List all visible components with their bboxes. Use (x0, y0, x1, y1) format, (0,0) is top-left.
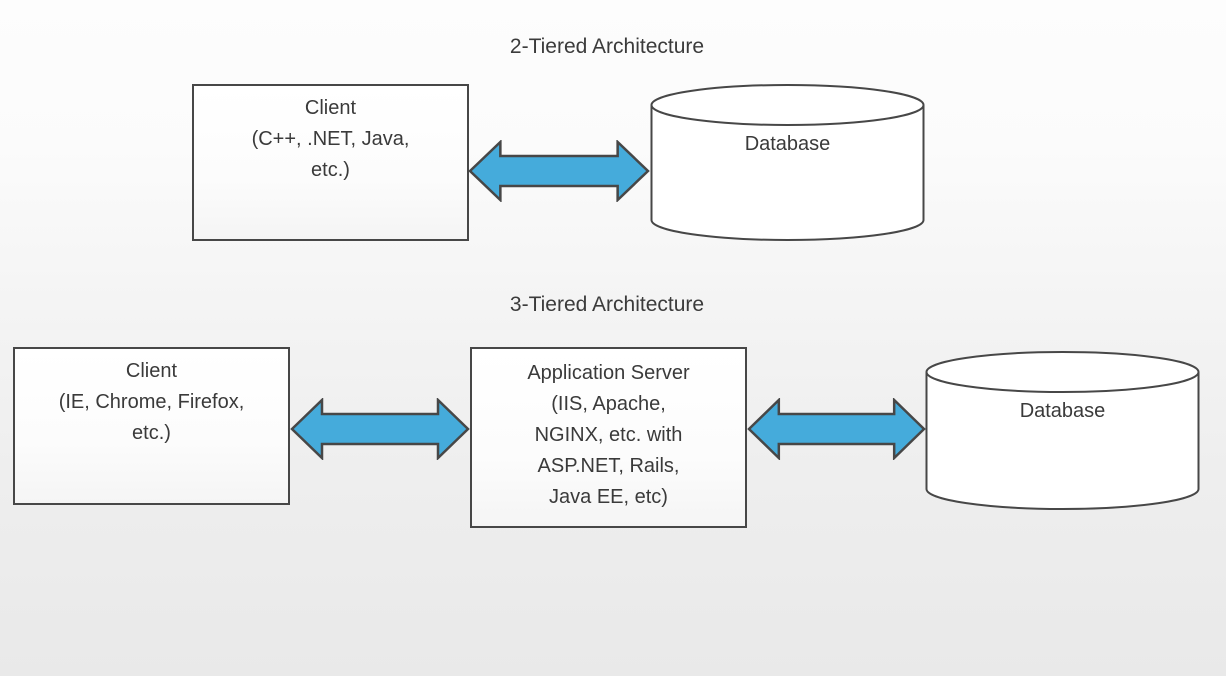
three-tier-right-arrow-shape (747, 398, 926, 460)
three-tier-right-double-arrow-icon (747, 398, 926, 460)
three-tier-client-label-line2: (IE, Chrome, Firefox, (58, 391, 245, 413)
three-tier-client-label-line1: Client (125, 360, 178, 382)
three-tier-database-label: Database (1019, 400, 1106, 422)
three-tier-database-body (925, 351, 1200, 510)
three-tier-client-box: Client (IE, Chrome, Firefox, etc.) (13, 347, 290, 505)
two-tier-database-label: Database (744, 133, 831, 155)
two-tier-client-label-line1: Client (304, 97, 357, 119)
three-tier-database-cylinder: Database (924, 350, 1201, 510)
two-tier-double-arrow-icon (468, 140, 650, 202)
two-tier-database-rim (650, 104, 925, 126)
two-tier-title: 2-Tiered Architecture (509, 35, 705, 58)
two-tier-client-label-line3: etc.) (311, 159, 350, 181)
app-server-label-line3: NGINX, etc. with (534, 424, 683, 446)
two-tier-database-cylinder: Database (649, 83, 926, 241)
three-tier-title: 3-Tiered Architecture (509, 293, 705, 316)
three-tier-app-server-box: Application Server (IIS, Apache, NGINX, … (470, 347, 747, 528)
two-tier-client-label-line2: (C++, .NET, Java, (251, 128, 410, 150)
three-tier-client-label-line3: etc.) (132, 422, 171, 444)
app-server-label-line1: Application Server (527, 362, 690, 384)
app-server-label-line4: ASP.NET, Rails, (537, 455, 680, 477)
three-tier-left-arrow-shape (290, 398, 470, 460)
three-tier-database-rim (925, 371, 1200, 393)
two-tier-client-box: Client (C++, .NET, Java, etc.) (192, 84, 469, 241)
two-tier-database-body (650, 84, 925, 241)
three-tier-left-double-arrow-icon (290, 398, 470, 460)
app-server-label-line5: Java EE, etc) (549, 486, 668, 508)
app-server-label-line2: (IIS, Apache, (551, 393, 666, 415)
two-tier-arrow-shape (468, 140, 650, 202)
